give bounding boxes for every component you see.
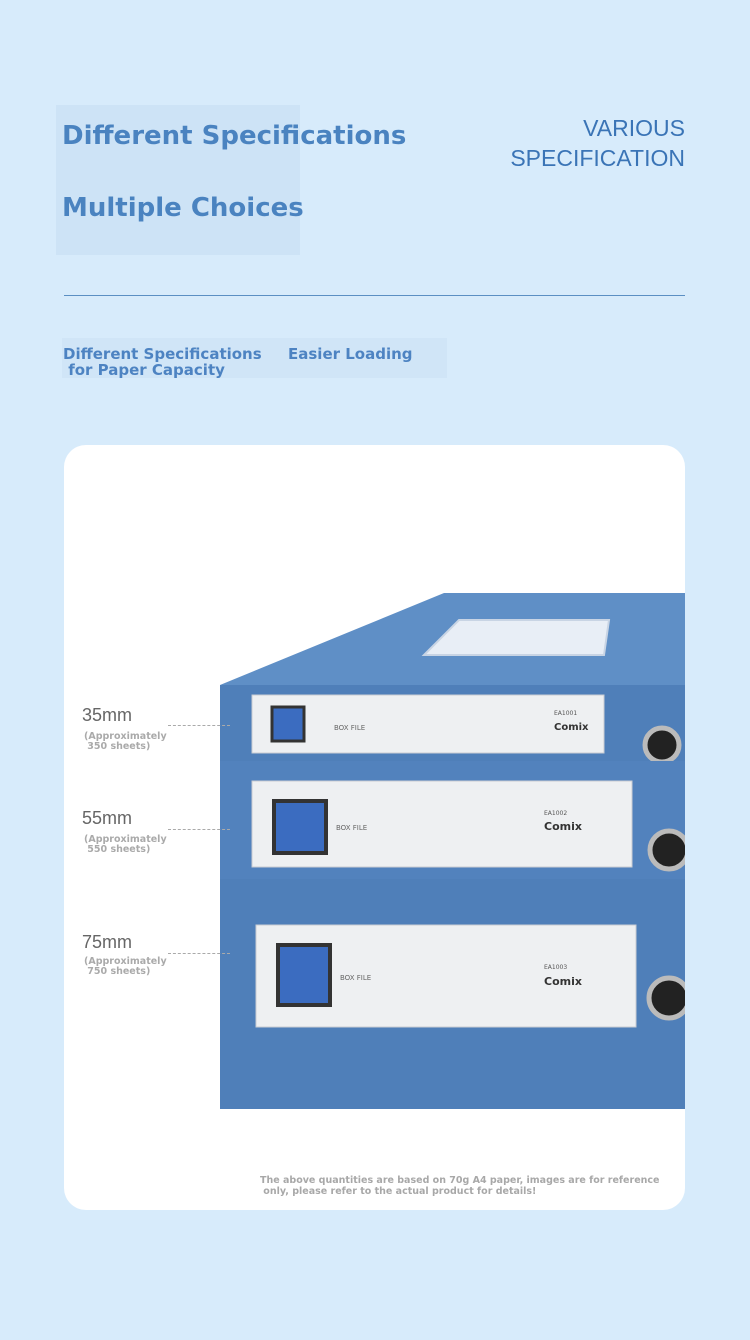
- spine-model-75mm: EA1003: [544, 964, 567, 971]
- spine-brand-55mm: Comix: [544, 820, 582, 833]
- leader-35mm: [168, 725, 230, 726]
- divider: [64, 295, 685, 296]
- ring-hole-55mm: [647, 828, 685, 872]
- leader-75mm: [168, 953, 230, 954]
- side-tag: VARIOUS SPECIFICATION: [510, 113, 685, 173]
- spec-note-35mm: (Approximately 350 sheets): [84, 731, 167, 752]
- box-file-stack-image: BOX FILE Comix EA1001 BOX FILE Comix EA1…: [220, 593, 685, 1109]
- leader-55mm: [168, 829, 230, 830]
- spine-model-35mm: EA1001: [554, 710, 577, 717]
- lid-label-window: [421, 619, 611, 656]
- feature-paper-capacity: Different Specifications for Paper Capac…: [63, 345, 262, 379]
- spine-brand-35mm: Comix: [554, 722, 589, 733]
- spine-kind-35mm: BOX FILE: [334, 724, 365, 732]
- headline-backdrop: [56, 105, 300, 255]
- spine-window-35mm: [270, 705, 306, 743]
- product-card: BOX FILE Comix EA1001 BOX FILE Comix EA1…: [64, 445, 685, 1210]
- ring-hole-75mm: [646, 975, 685, 1021]
- spine-kind-55mm: BOX FILE: [336, 824, 367, 832]
- spine-window-75mm: [276, 943, 332, 1007]
- feature-strip: [62, 338, 447, 378]
- headline-line-2: Multiple Choices: [62, 193, 304, 223]
- spec-size-55mm: 55mm: [82, 808, 133, 828]
- spine-kind-75mm: BOX FILE: [340, 974, 371, 982]
- side-tag-line-2: SPECIFICATION: [510, 145, 685, 171]
- feature-easier-loading: Easier Loading: [288, 345, 413, 363]
- spec-size-35mm: 35mm: [82, 705, 133, 725]
- side-tag-line-1: VARIOUS: [583, 115, 685, 141]
- spine-window-55mm: [272, 799, 328, 855]
- spine-model-55mm: EA1002: [544, 810, 567, 817]
- spec-note-55mm: (Approximately 550 sheets): [84, 834, 167, 855]
- spine-brand-75mm: Comix: [544, 975, 582, 988]
- spec-note-75mm: (Approximately 750 sheets): [84, 956, 167, 977]
- headline-line-1: Different Specifications: [62, 121, 407, 151]
- disclaimer: The above quantities are based on 70g A4…: [260, 1175, 660, 1197]
- spec-size-75mm: 75mm: [82, 932, 133, 952]
- ring-hole-35mm: [642, 725, 682, 765]
- spine-label-35mm: [251, 694, 605, 754]
